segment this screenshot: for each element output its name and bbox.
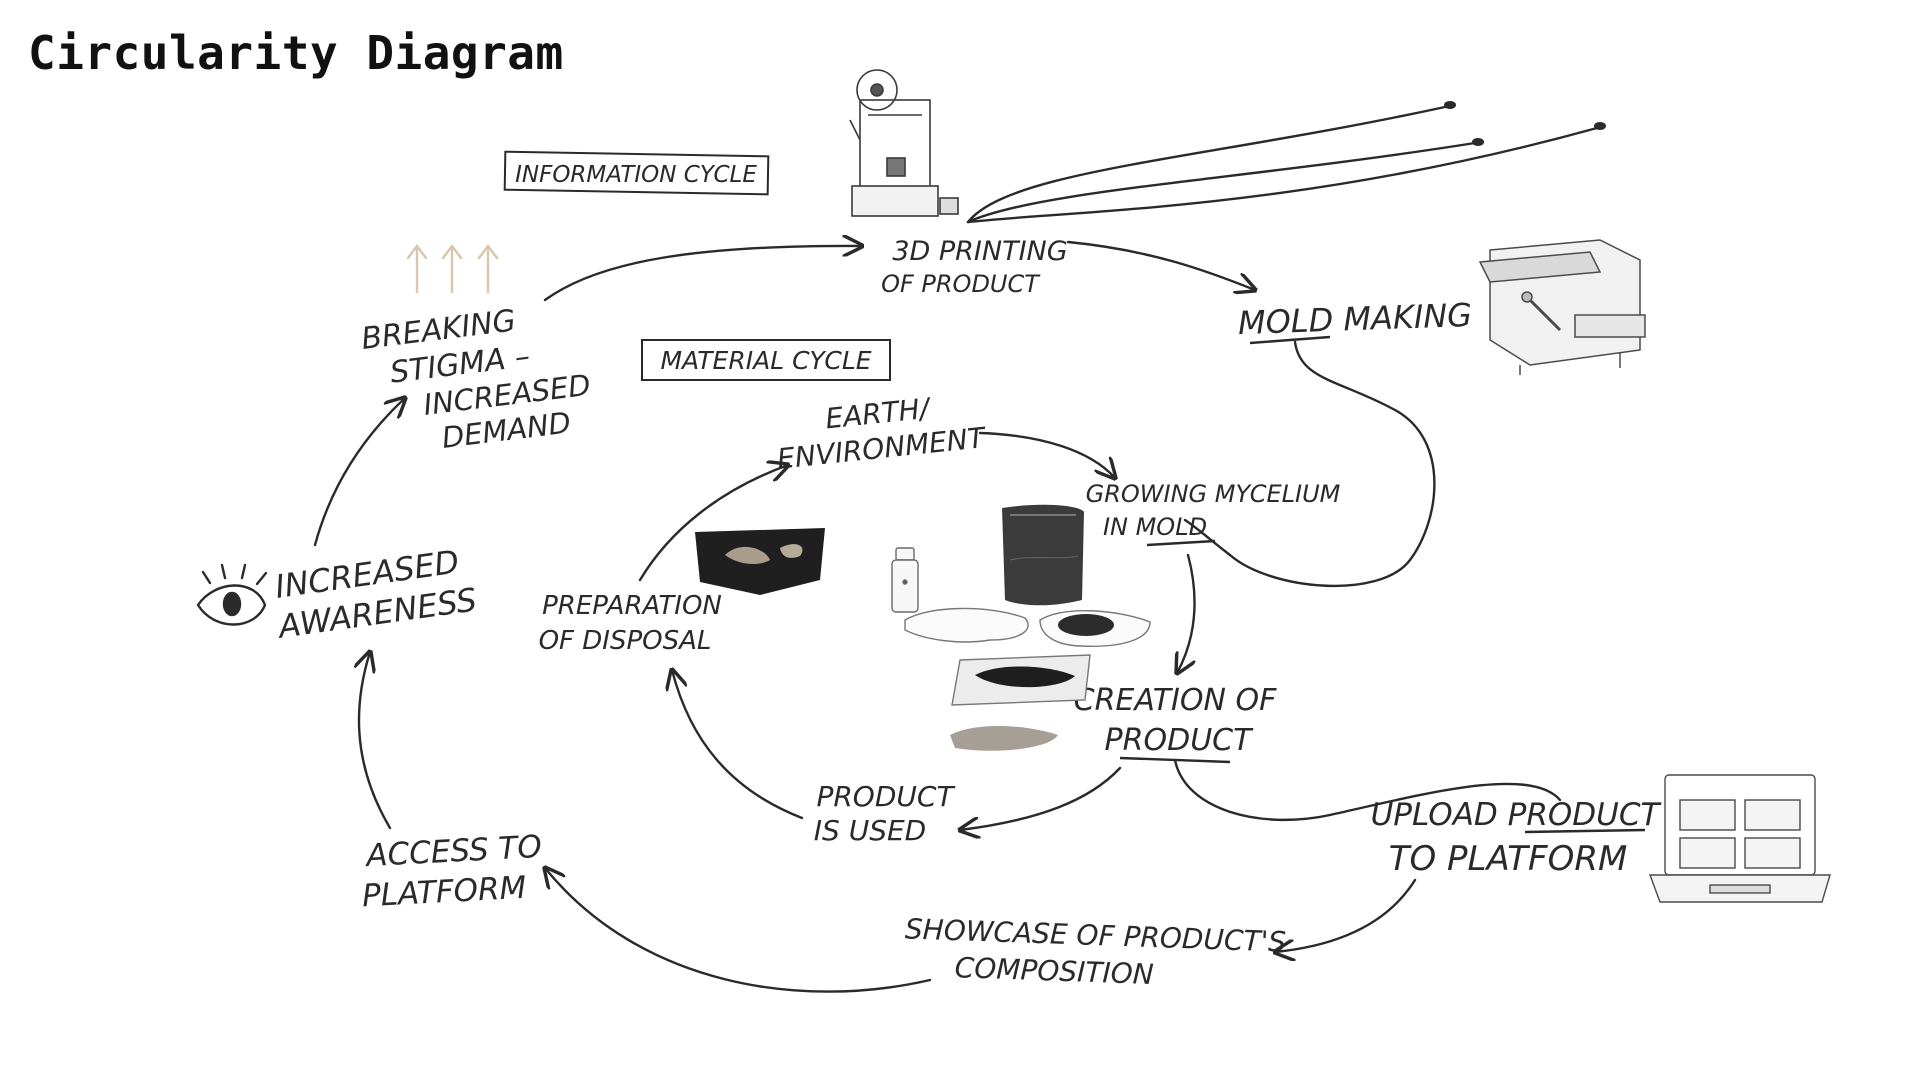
mycelium-photo (695, 528, 825, 595)
svg-text:COMPOSITION: COMPOSITION (954, 951, 1154, 991)
arrow-showcase-to-access (545, 868, 932, 993)
svg-text:CREATION OF: CREATION OF (1074, 683, 1277, 718)
node-access-platform: ACCESS TO PLATFORM (361, 829, 542, 915)
svg-text:PRODUCT: PRODUCT (816, 780, 955, 813)
arrow-creation-to-upload (1173, 758, 1562, 822)
node-preparation-disposal: PREPARATION OF DISPOSAL (539, 591, 722, 656)
svg-text:PRODUCT: PRODUCT (1105, 723, 1255, 758)
svg-text:PLATFORM: PLATFORM (361, 870, 527, 915)
material-cycle-label: MATERIAL CYCLE (641, 339, 891, 381)
svg-text:TO PLATFORM: TO PLATFORM (1389, 839, 1628, 879)
arrow-mold-to-growing (1183, 340, 1436, 588)
arrow-access-to-awareness (359, 652, 392, 830)
node-creation-product: CREATION OF PRODUCT (1074, 683, 1277, 758)
bottle-icon (891, 547, 919, 613)
cycle-arrows (313, 105, 1599, 993)
svg-text:PREPARATION: PREPARATION (542, 591, 722, 621)
svg-text:IS USED: IS USED (814, 814, 926, 847)
node-growing-mycelium: GROWING MYCELIUM IN MOLD (1086, 480, 1341, 541)
arrow-printing-to-mold (1066, 240, 1255, 290)
strand-end-dots (1444, 101, 1606, 146)
svg-text:OF PRODUCT: OF PRODUCT (881, 270, 1041, 298)
mycelium-bag (1002, 504, 1084, 606)
printing-strand-3 (966, 126, 1599, 224)
arrow-growing-to-creation (1177, 553, 1195, 673)
svg-text:INFORMATION CYCLE: INFORMATION CYCLE (515, 162, 757, 188)
arrow-earth-to-growing (978, 431, 1115, 478)
arrow-used-to-preparation (672, 670, 804, 820)
laptop-icon (1648, 774, 1831, 903)
svg-text:IN MOLD: IN MOLD (1103, 513, 1207, 541)
pad-products (904, 607, 1151, 751)
printing-strand-1 (966, 105, 1447, 224)
node-mold-making: MOLD MAKING (1237, 296, 1472, 342)
svg-text:GROWING MYCELIUM: GROWING MYCELIUM (1086, 480, 1341, 508)
node-increased-awareness: INCREASED AWARENESS (273, 542, 479, 646)
node-showcase-composition: SHOWCASE OF PRODUCT'S COMPOSITION (904, 912, 1286, 991)
arrow-awareness-to-stigma (313, 398, 405, 547)
node-3d-printing: 3D PRINTING OF PRODUCT (881, 236, 1068, 298)
up-arrows-icon (406, 244, 499, 294)
svg-text:MOLD MAKING: MOLD MAKING (1237, 296, 1472, 342)
arrow-upload-to-showcase (1275, 878, 1417, 952)
information-cycle-label: INFORMATION CYCLE (503, 150, 770, 196)
arrow-stigma-to-printing (543, 246, 862, 302)
eye-icon (196, 563, 268, 626)
node-upload-platform: UPLOAD PRODUCT TO PLATFORM (1371, 797, 1662, 879)
3d-printer-icon (849, 69, 959, 217)
svg-text:MATERIAL CYCLE: MATERIAL CYCLE (660, 346, 871, 375)
word-underlines (1119, 335, 1646, 834)
node-product-used: PRODUCT IS USED (814, 780, 956, 847)
svg-text:OF DISPOSAL: OF DISPOSAL (539, 626, 712, 656)
arrow-preparation-to-earth (638, 465, 788, 582)
printing-strand-2 (966, 141, 1477, 224)
node-earth-environment: EARTH/ ENVIRONMENT (776, 392, 989, 476)
svg-text:UPLOAD PRODUCT: UPLOAD PRODUCT (1371, 797, 1662, 833)
page-title: Circularity Diagram (28, 26, 564, 80)
node-breaking-stigma: BREAKING STIGMA – INCREASED DEMAND (360, 303, 593, 455)
arrow-creation-to-used (960, 766, 1122, 830)
svg-text:3D PRINTING: 3D PRINTING (892, 236, 1067, 267)
svg-text:ACCESS TO: ACCESS TO (363, 829, 542, 874)
mold-machine-icon (1478, 239, 1646, 375)
